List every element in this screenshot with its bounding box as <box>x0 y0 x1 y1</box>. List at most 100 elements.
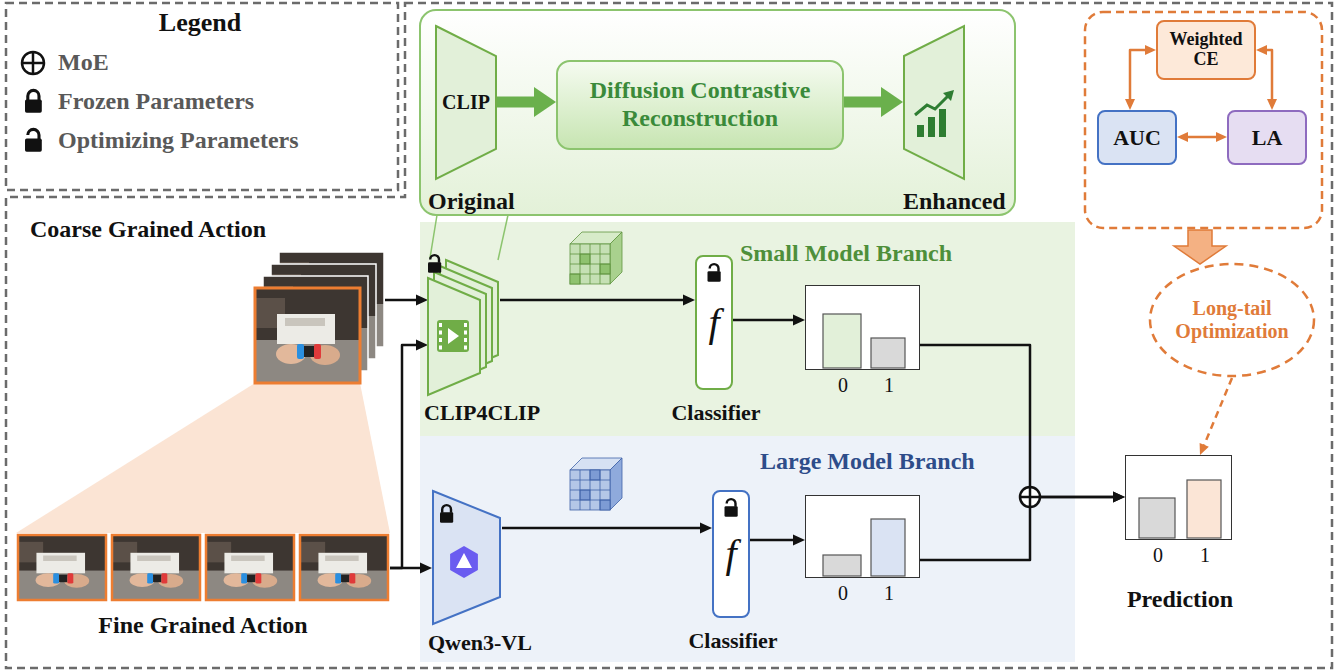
text-holder: MoE <box>58 49 109 77</box>
feature-grid <box>570 232 622 284</box>
branch-band: Large Model BranchQwen3-VLfClassifier01 <box>420 436 1075 662</box>
optimization-ellipse: Long-tail Optimization <box>1148 262 1316 378</box>
text-holder: Large Model Branch <box>760 448 975 476</box>
optimization-ellipse-text: Long-tail Optimization <box>1167 297 1297 343</box>
text-holder: Legend <box>159 8 241 38</box>
moe-symbol <box>22 52 44 74</box>
text-holder: CLIP4CLIP <box>424 400 540 425</box>
text-holder: AUC <box>1099 112 1175 163</box>
classifier-box-text: f <box>725 531 736 577</box>
text-holder: Long-tail Optimization <box>1148 262 1316 378</box>
legend-text: Frozen Parameters <box>58 88 254 116</box>
zoom-line <box>498 215 508 260</box>
arrow-head <box>416 340 428 351</box>
text-holder: Prediction <box>1127 586 1233 614</box>
connector-line <box>502 527 702 530</box>
connector-arrow <box>920 345 1125 503</box>
text-holder: 1 <box>1200 544 1210 567</box>
enhanced-encoder-shape <box>903 25 965 180</box>
text-holder: 1 <box>884 374 894 397</box>
arrow-head <box>1125 99 1135 110</box>
arrow-head <box>420 563 432 574</box>
connector-arrow <box>385 295 428 306</box>
metric-box-text: LA <box>1252 125 1283 150</box>
clip-encoder-text: CLIP <box>442 91 490 114</box>
connector-arrow <box>390 340 428 569</box>
score-chart: 01 <box>805 285 920 370</box>
legend-text: MoE <box>58 49 109 77</box>
enhancement-panel <box>420 10 1015 215</box>
arrow-head <box>1256 45 1267 55</box>
classifier-box-label: Classifier <box>688 628 777 653</box>
prediction-chart-label: Prediction <box>1127 586 1233 614</box>
connector-line <box>1203 378 1232 447</box>
connector-line <box>1186 136 1218 139</box>
text-holder: Classifier <box>688 628 777 653</box>
moe-symbol <box>1020 487 1040 507</box>
text-holder: Optimizing Parameters <box>58 127 299 155</box>
connector-arrow <box>733 315 805 326</box>
classifier-box: fClassifier <box>712 490 750 618</box>
vlm-encoder-label: Qwen3-VL <box>428 630 532 655</box>
text-holder: Original <box>428 188 515 216</box>
connector-arrow <box>502 523 712 534</box>
loss-box-text: Weighted CE <box>1162 30 1250 70</box>
video-encoder-shape <box>428 248 500 395</box>
video-frames-label: Fine Grained Action <box>98 612 307 640</box>
connector-line <box>390 345 418 568</box>
branch-band-label: Large Model Branch <box>760 448 975 476</box>
legend-text: Optimizing Parameters <box>58 127 299 155</box>
enhanced-encoder-label: Enhanced <box>903 188 1006 216</box>
score-chart-label: 0 <box>838 374 848 397</box>
connector-line <box>844 97 885 108</box>
connector-line <box>920 497 1115 560</box>
score-chart: 01 <box>805 495 920 578</box>
text-holder: Coarse Grained Action <box>30 216 266 244</box>
connector-arrow <box>390 563 432 574</box>
video-frames-label: Coarse Grained Action <box>30 216 266 244</box>
metric-box-text: AUC <box>1113 125 1161 150</box>
connector-line <box>1265 50 1272 101</box>
text-holder: 0 <box>838 374 848 397</box>
diffusion-box-text: Diffusion Contrastive Reconstruction <box>562 77 838 132</box>
connector-line <box>1130 50 1147 101</box>
classifier-box: fClassifier <box>695 255 733 390</box>
diffusion-box: Diffusion Contrastive Reconstruction <box>556 60 844 150</box>
text-holder: Classifier <box>671 400 760 425</box>
text-holder: 1 <box>884 582 894 605</box>
arrow-head <box>1200 443 1209 455</box>
fine-frames <box>18 535 388 600</box>
unlock-icon <box>25 129 42 151</box>
metric-box: AUC <box>1097 110 1177 165</box>
vlm-encoder-shape <box>432 490 502 625</box>
video-frames: Fine Grained Action <box>16 533 390 602</box>
prediction-chart: 01Prediction <box>1125 455 1232 540</box>
moe-symbol <box>1020 487 1040 507</box>
video-frames: Coarse Grained Action <box>255 252 385 390</box>
branch-band-label: Small Model Branch <box>740 240 952 268</box>
arrow-head <box>793 535 805 546</box>
text-holder: Weighted CE <box>1158 22 1254 78</box>
arrow-head <box>1145 45 1156 55</box>
branch-band: Small Model BranchCLIP4CLIPfClassifier01 <box>420 222 1075 436</box>
connector-arrow <box>1256 45 1277 110</box>
text-holder: 0 <box>1153 544 1163 567</box>
video-encoder: CLIP4CLIP <box>428 248 500 395</box>
vlm-encoder: Qwen3-VL <box>432 490 502 625</box>
text-holder: f <box>714 492 748 616</box>
connector-arrow <box>1125 45 1156 110</box>
clip-encoder: CLIPOriginal <box>435 25 497 180</box>
clip-encoder-label: Original <box>428 188 515 216</box>
score-chart-label: 1 <box>884 582 894 605</box>
arrow-head <box>1113 492 1125 503</box>
connector-arrow <box>844 87 903 117</box>
large-branch-ground <box>420 436 1075 662</box>
score-chart-label: 0 <box>838 582 848 605</box>
feature-grid <box>570 458 622 510</box>
legend-border <box>6 3 398 190</box>
text-holder: f <box>697 257 731 388</box>
connector-line <box>750 539 795 542</box>
text-holder: 0 <box>838 582 848 605</box>
text-holder: Frozen Parameters <box>58 88 254 116</box>
outer-border <box>6 3 1332 668</box>
